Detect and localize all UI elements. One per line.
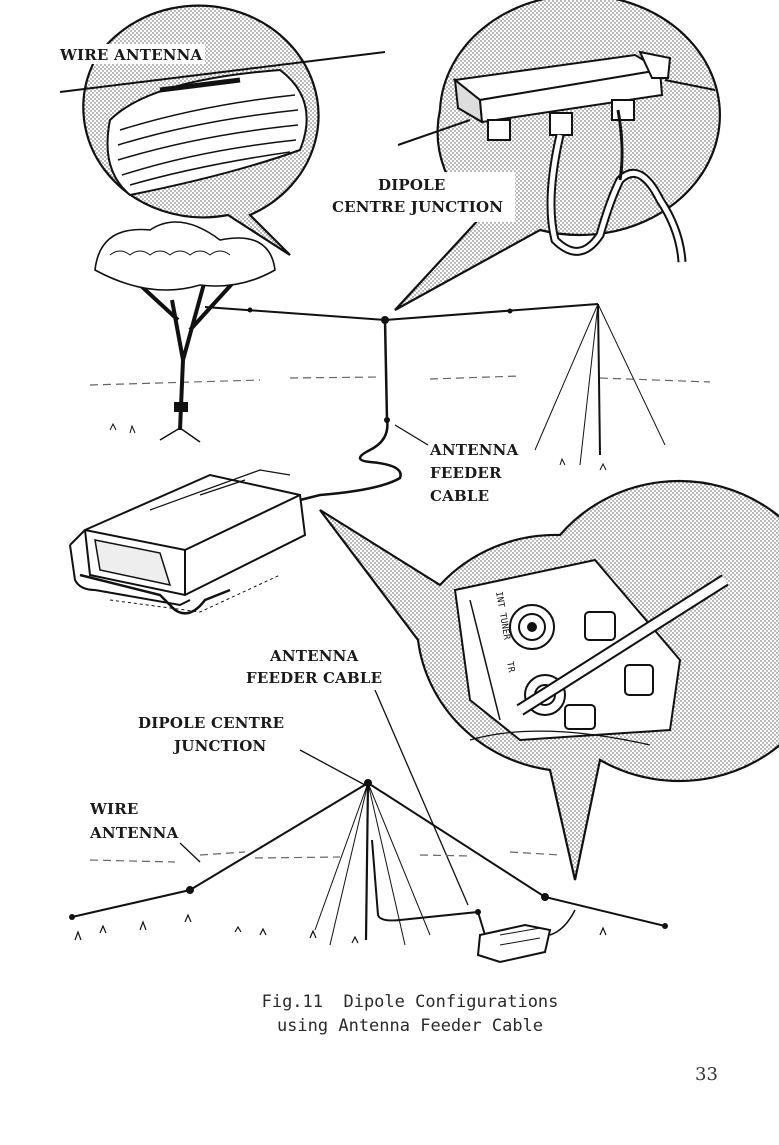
page-number: 33 <box>695 1064 718 1085</box>
figure-caption: Fig.11 Dipole Configurations using Anten… <box>200 990 620 1038</box>
wire-antenna-label: WIRE ANTENNA <box>59 46 203 64</box>
dipole-label: DIPOLE <box>378 176 446 194</box>
connector-icon <box>488 120 510 140</box>
upper-scene <box>90 222 710 500</box>
feeder-cable-label-mid: FEEDER CABLE <box>246 669 382 687</box>
radio-set-icon <box>478 910 575 962</box>
dipole-centre-label: DIPOLE CENTRE <box>138 714 284 732</box>
connector-icon <box>550 113 572 135</box>
feeder-cable <box>300 320 401 500</box>
wire-antenna-right <box>368 783 665 926</box>
feeder-cable <box>372 840 485 935</box>
cable-label: CABLE <box>430 487 489 505</box>
connector-icon <box>612 100 634 120</box>
wire-label: WIRE <box>89 800 139 818</box>
tree-icon <box>95 222 275 442</box>
connector-icon <box>510 605 554 649</box>
centre-junction-label: CENTRE JUNCTION <box>332 198 503 216</box>
centre-junction-detail-bubble <box>395 0 720 310</box>
antenna-label-bottom: ANTENNA <box>89 824 179 842</box>
radio-set-icon <box>70 470 305 613</box>
antenna-label-mid: ANTENNA <box>269 647 359 665</box>
caption-line-2: using Antenna Feeder Cable <box>200 1014 620 1038</box>
mast-icon <box>535 304 665 465</box>
mast-icon <box>366 783 368 940</box>
junction-label: JUNCTION <box>172 737 266 755</box>
feeder-label: FEEDER <box>430 464 502 482</box>
caption-line-1: Fig.11 Dipole Configurations <box>200 990 620 1014</box>
antenna-label: ANTENNA <box>429 441 519 459</box>
